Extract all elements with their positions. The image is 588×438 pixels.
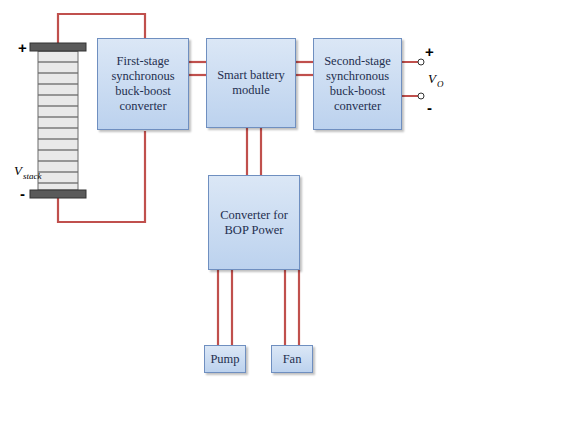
bus-wire <box>296 61 313 63</box>
stack-end-plate <box>30 190 86 198</box>
terminal-sign: - <box>427 100 432 115</box>
battery-box: Smart battery module <box>206 38 296 128</box>
power-bus <box>247 128 261 175</box>
stack-cells <box>38 51 78 190</box>
box-label: Pump <box>210 352 239 367</box>
power-bus <box>189 62 206 75</box>
converter-box: First-stage synchronous buck-boost conve… <box>97 38 189 130</box>
converter-box: Converter for BOP Power <box>208 175 300 270</box>
bus-wire <box>189 61 206 63</box>
bus-wire <box>246 128 248 175</box>
load-box: Fan <box>271 345 313 373</box>
output-terminals <box>402 59 424 99</box>
box-label: Fan <box>283 352 302 367</box>
box-label: Converter for BOP Power <box>214 208 294 238</box>
box-label: First-stage synchronous buck-boost conve… <box>103 54 183 114</box>
bus-wire <box>217 270 219 345</box>
terminal-sign: + <box>18 40 27 55</box>
power-bus <box>285 270 299 345</box>
voltage-subscript: stack <box>23 172 42 181</box>
power-bus <box>218 270 232 345</box>
voltage-label: V <box>14 164 22 177</box>
stack-end-plate <box>30 43 86 51</box>
terminal-sign: - <box>20 186 25 201</box>
bus-wire <box>260 128 262 175</box>
converter-box: Second-stage synchronous buck-boost conv… <box>313 38 402 130</box>
bus-wire <box>231 270 233 345</box>
voltage-subscript: O <box>437 80 444 89</box>
voltage-label: V <box>428 72 436 85</box>
box-label: Second-stage synchronous buck-boost conv… <box>319 54 396 114</box>
bus-wire <box>189 74 206 76</box>
load-box: Pump <box>204 345 246 373</box>
box-label: Smart battery module <box>212 68 290 98</box>
terminal-sign: + <box>425 44 434 59</box>
bus-wire <box>298 270 300 345</box>
power-bus <box>296 62 313 75</box>
bus-wire <box>296 74 313 76</box>
bus-wire <box>284 270 286 345</box>
